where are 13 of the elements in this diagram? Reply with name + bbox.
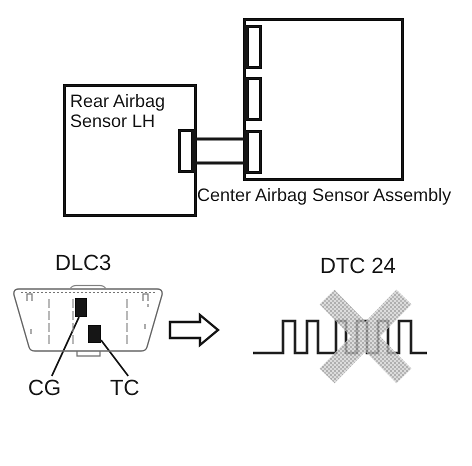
component-label: Center Airbag Sensor Assembly [197, 184, 452, 206]
leader-line [50, 316, 80, 376]
terminal-pin [88, 325, 101, 343]
section-heading: DTC 24 [320, 254, 396, 278]
wire-harness [196, 138, 244, 164]
sensor-box [63, 84, 197, 217]
hollow-arrow [168, 312, 220, 348]
component-label: Rear Airbag Sensor LH [70, 91, 166, 131]
terminal-label: CG [28, 376, 61, 400]
terminal-pin [75, 298, 87, 317]
section-heading: DLC3 [55, 251, 112, 275]
terminal-label: TC [110, 376, 140, 400]
leader-line [100, 340, 129, 377]
